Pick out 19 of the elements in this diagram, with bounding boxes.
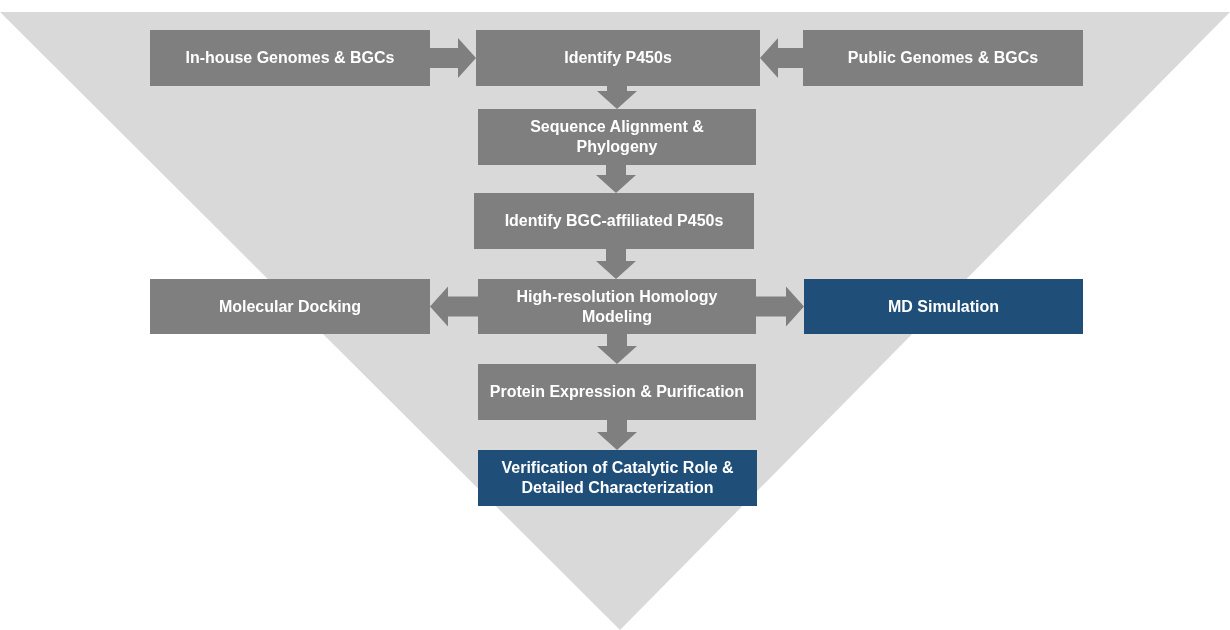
process-box: Identify BGC-affiliated P450s	[474, 193, 754, 249]
block-arrow	[756, 286, 804, 327]
process-box: In-house Genomes & BGCs	[150, 30, 430, 86]
process-box: Molecular Docking	[150, 279, 430, 334]
process-box: Verification of Catalytic Role & Detailed Characterization	[478, 450, 757, 506]
block-arrow	[597, 334, 637, 364]
process-box: Sequence Alignment & Phylogeny	[478, 109, 756, 165]
process-box: High-resolution Homology Modeling	[478, 279, 756, 334]
process-box: Identify P450s	[476, 30, 760, 86]
block-arrow	[596, 165, 636, 193]
process-box: Protein Expression & Purification	[478, 364, 756, 420]
block-arrow	[597, 86, 637, 109]
process-box: Public Genomes & BGCs	[803, 30, 1083, 86]
block-arrow	[430, 286, 478, 327]
block-arrow	[596, 249, 636, 279]
block-arrow	[760, 38, 803, 78]
block-arrow	[430, 38, 476, 78]
block-arrow	[597, 420, 637, 450]
process-box: MD Simulation	[804, 279, 1083, 334]
